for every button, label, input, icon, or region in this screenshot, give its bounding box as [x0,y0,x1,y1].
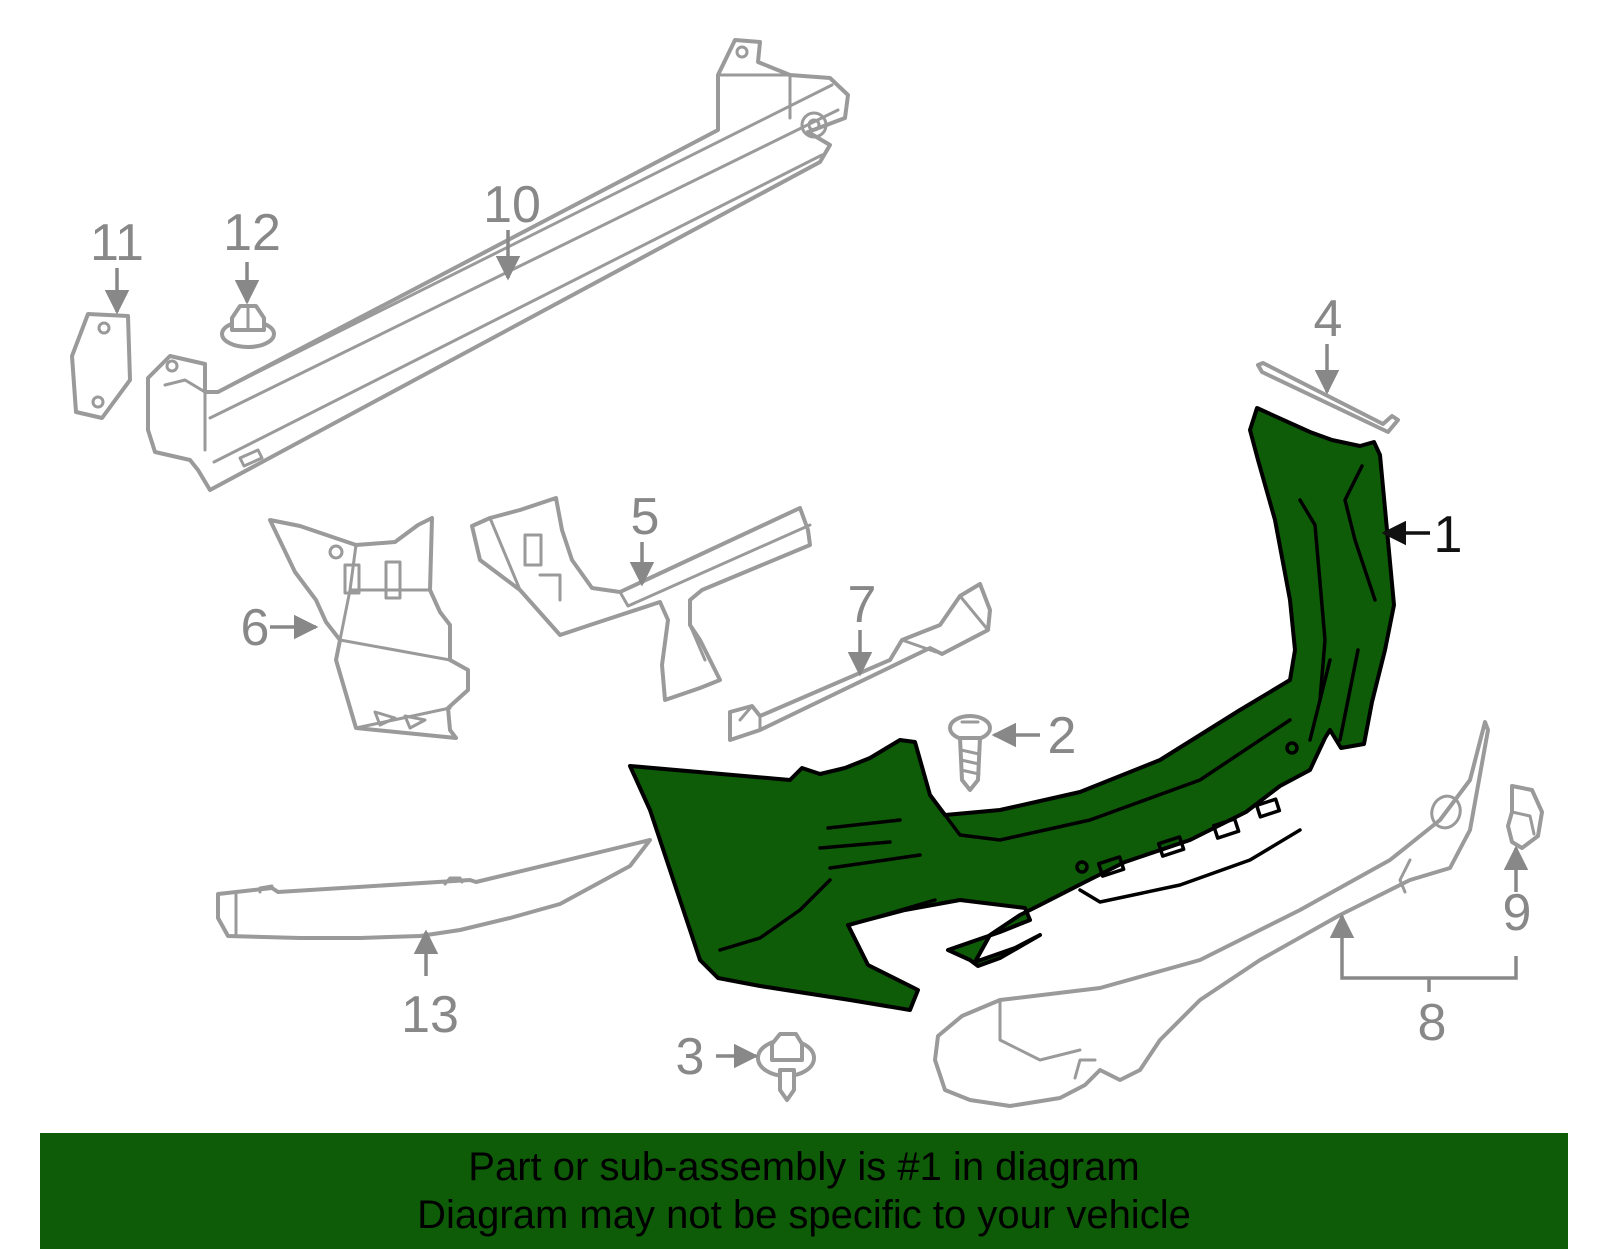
part-1-bumper-cover-highlighted [628,406,1396,1012]
callout-6: 6 [241,599,270,657]
info-banner: Part or sub-assembly is #1 in diagram Di… [40,1133,1568,1249]
part-5-side-bracket [470,496,812,702]
callout-labels: 11 12 10 4 5 6 7 2 1 13 3 9 8 [90,176,1531,1086]
callout-12: 12 [223,204,281,262]
callout-9: 9 [1503,884,1532,942]
part-6-left-bracket [268,516,470,740]
part-10-reinforcement-beam [146,38,850,492]
callout-2: 2 [1048,707,1077,765]
part-11-cover-plate [70,312,132,420]
part-12-flange-nut [220,304,276,349]
callout-13: 13 [401,986,459,1044]
part-7-mounting-rail [728,582,992,742]
callout-4: 4 [1314,290,1343,348]
leader-lines [104,230,1529,1069]
part-4-trim-strip [1256,361,1400,434]
bumper-cover-shape [628,406,1396,1012]
callout-7: 7 [848,576,877,634]
part-3-bolt [756,1032,816,1102]
callout-3: 3 [676,1028,705,1086]
callout-8: 8 [1418,994,1447,1052]
callout-5: 5 [631,488,660,546]
banner-line-part-number: Part or sub-assembly is #1 in diagram [468,1145,1140,1189]
callout-1: 1 [1434,506,1463,564]
part-8-lower-valance [933,720,1490,1108]
callout-10: 10 [483,176,541,234]
part-2-screw [948,714,992,792]
part-13-trim-molding [216,838,652,940]
part-9-clip [1506,784,1544,850]
callout-11: 11 [90,214,144,272]
banner-line-disclaimer: Diagram may not be specific to your vehi… [417,1193,1191,1237]
